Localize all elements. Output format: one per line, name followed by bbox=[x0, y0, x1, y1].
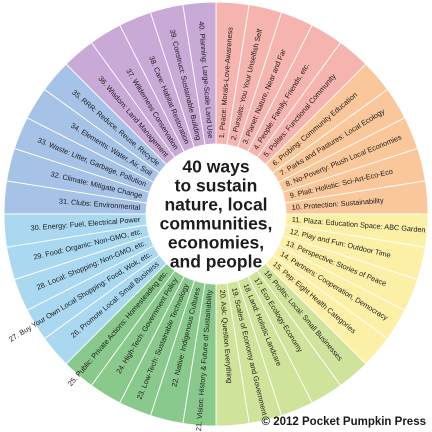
center-title-line: economies, bbox=[168, 233, 264, 253]
center-title-line: nature, local bbox=[164, 195, 267, 215]
copyright-notice: © 2012 Pocket Pumpkin Press bbox=[261, 416, 426, 428]
center-title-line: 40 ways bbox=[182, 157, 249, 177]
center-title-line: to sustain bbox=[175, 176, 258, 196]
center-disc bbox=[146, 144, 286, 284]
center-title-line: communities, bbox=[160, 214, 273, 234]
center-title-line: and people bbox=[170, 252, 263, 272]
